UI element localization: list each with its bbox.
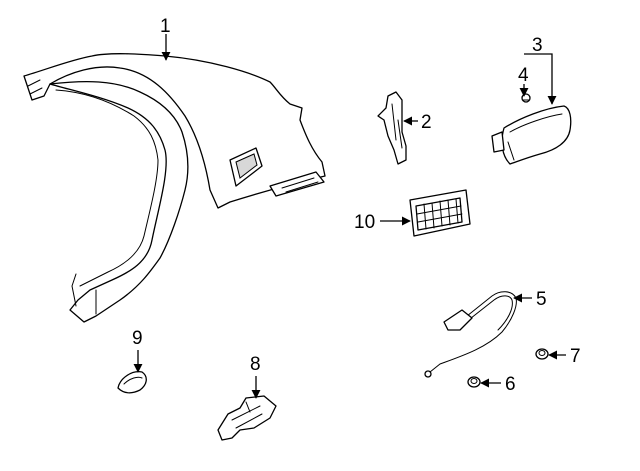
bracket xyxy=(377,91,407,165)
release-cable xyxy=(424,291,517,378)
plug xyxy=(535,348,549,360)
callout-9: 9 xyxy=(132,328,143,349)
callout-2: 2 xyxy=(421,112,432,133)
grommet xyxy=(467,376,481,388)
vent-grille xyxy=(409,189,471,237)
callout-1: 1 xyxy=(160,16,171,37)
clip xyxy=(521,93,531,103)
callout-5: 5 xyxy=(536,289,547,310)
support-bracket xyxy=(217,395,277,441)
callout-7: 7 xyxy=(570,346,581,367)
callout-6: 6 xyxy=(505,374,516,395)
callout-4: 4 xyxy=(518,65,529,86)
callout-10: 10 xyxy=(354,212,375,233)
callout-3: 3 xyxy=(532,35,543,56)
leader-lines xyxy=(133,34,566,399)
fuel-door xyxy=(491,105,572,165)
callout-8: 8 xyxy=(250,354,261,375)
pad xyxy=(117,371,147,394)
quarter-panel xyxy=(23,53,326,323)
